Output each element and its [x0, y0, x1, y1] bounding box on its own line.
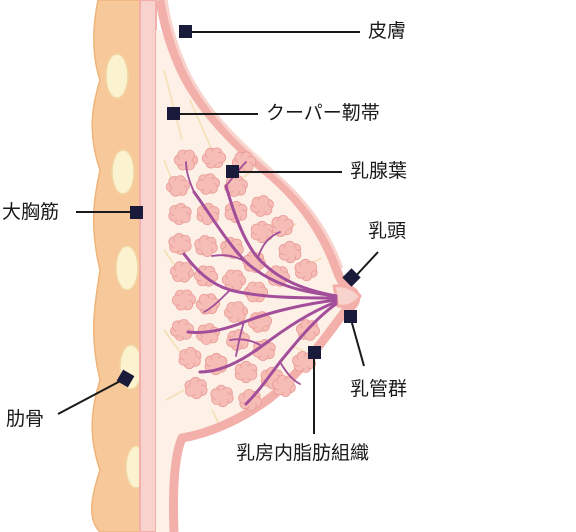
duct-branch — [185, 161, 195, 193]
pectoralis-marker — [130, 206, 143, 219]
skin-marker — [179, 25, 192, 38]
lobule-cluster — [210, 384, 234, 408]
fascia-layer — [139, 0, 157, 532]
label-cooper-ligament: クーパー靭帯 — [266, 102, 380, 124]
lobule-cluster — [224, 301, 248, 323]
nipple — [332, 284, 362, 308]
lobule-cluster — [178, 346, 202, 370]
duct-branch — [182, 252, 338, 300]
lobule-cluster — [250, 195, 274, 217]
lactiferous-ducts — [182, 161, 338, 406]
lobule-cluster — [166, 175, 190, 197]
lobule-cluster — [194, 235, 218, 257]
lobule-cluster — [196, 173, 220, 195]
rib-marker — [116, 369, 135, 388]
lobule-cluster — [201, 147, 227, 169]
ducts-marker — [344, 310, 357, 323]
lobule-cluster — [270, 215, 294, 237]
lobule-cluster — [168, 233, 192, 255]
duct-branch — [211, 254, 247, 263]
lobule-cluster — [234, 360, 258, 384]
label-skin: 皮膚 — [368, 20, 407, 42]
lobule-cluster — [292, 351, 316, 373]
lobule-cluster — [170, 319, 194, 341]
label-mammary-lobule: 乳腺葉 — [350, 160, 408, 182]
lobule-cluster — [294, 258, 318, 282]
lobule-cluster — [250, 220, 274, 244]
rib — [111, 149, 135, 195]
lobule-cluster — [272, 374, 296, 397]
lobule-cluster — [248, 311, 272, 333]
lobule-marker — [226, 165, 239, 178]
lobule-cluster — [252, 338, 276, 361]
lobule-cluster — [220, 237, 244, 259]
nipple-marker — [342, 268, 361, 287]
ducts-leader — [349, 315, 365, 367]
fat-marker — [308, 346, 321, 359]
lobule-cluster — [278, 240, 302, 264]
duct-branch — [257, 231, 281, 259]
lobule-cluster — [168, 203, 192, 225]
lobule-cluster — [243, 281, 269, 303]
lobule-cluster — [184, 376, 208, 400]
label-rib: 肋骨 — [6, 408, 45, 430]
lobule-cluster — [224, 175, 248, 197]
lobule-cluster — [170, 261, 194, 283]
duct-branch — [203, 289, 231, 313]
rib-leader — [57, 377, 127, 415]
rib — [105, 53, 129, 99]
skin-inner-line — [164, 0, 344, 269]
label-nipple: 乳頭 — [368, 220, 407, 242]
label-pectoralis: 大胸筋 — [2, 201, 60, 223]
label-fat-tissue: 乳房内脂肪組織 — [236, 442, 370, 464]
label-lactiferous-ducts: 乳管群 — [350, 378, 408, 400]
cooper-marker — [167, 107, 180, 120]
markers — [116, 25, 361, 388]
duct-branch — [279, 361, 301, 385]
duct-branch — [229, 338, 263, 347]
rib — [115, 245, 139, 291]
lobule-cluster — [171, 289, 197, 311]
